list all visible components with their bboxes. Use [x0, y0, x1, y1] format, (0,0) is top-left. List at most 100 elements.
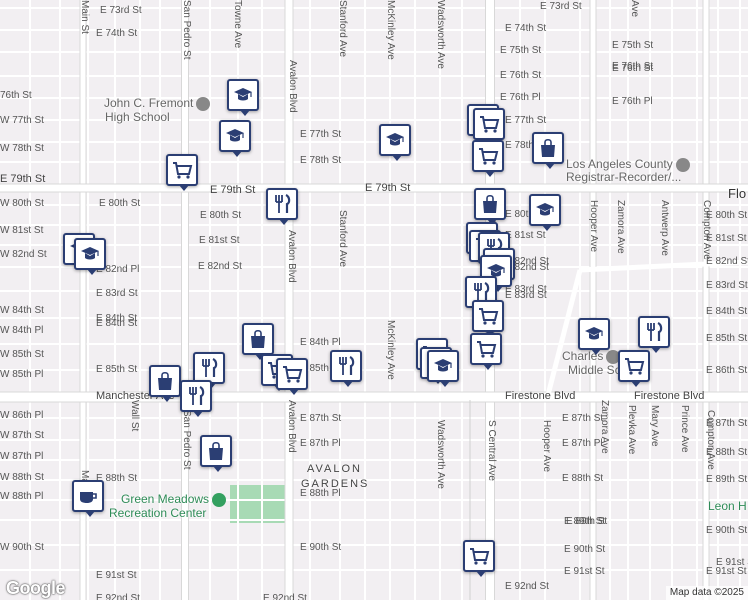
avenue-label: Prince Ave: [679, 405, 690, 453]
street-label: W 85th Pl: [0, 369, 44, 380]
poi-registrar[interactable]: Los Angeles County: [566, 157, 690, 172]
street-label: E 82nd Pl: [96, 264, 140, 275]
map-marker[interactable]: [379, 124, 411, 161]
avenue-label: McKinley Ave: [385, 320, 396, 380]
map-marker[interactable]: [219, 120, 251, 157]
avenue-label: Avalon Blvd: [286, 230, 297, 283]
street-label: E 78th St: [300, 155, 342, 166]
poi-green-meadows[interactable]: Green Meadows: [121, 492, 227, 507]
map-marker[interactable]: [200, 435, 232, 472]
avenue-label: Wadsworth Ave: [435, 420, 446, 489]
school-icon: [606, 349, 621, 364]
street-label: E 87th St: [706, 418, 748, 429]
street-label: W 84th St: [0, 305, 44, 316]
street-label: E 79th St: [365, 182, 411, 194]
map-marker[interactable]: [472, 140, 504, 177]
street-label: E 88th St: [706, 447, 748, 458]
street-label: Firestone Blvd: [634, 390, 705, 402]
map-marker[interactable]: [72, 480, 104, 517]
street-label: W 81st St: [0, 225, 44, 236]
avenue-label: San Pedro St: [181, 410, 192, 470]
street-label: E 88th St: [562, 473, 604, 484]
street-label: E 76th St: [612, 63, 654, 74]
avenue-label: Zamora Ave: [615, 200, 626, 254]
street-label: E 91st St: [706, 566, 747, 577]
street-label: E 75th St: [500, 45, 542, 56]
map-marker[interactable]: [578, 318, 610, 355]
street-label: W 77th St: [0, 115, 44, 126]
street-label: E 84th St: [96, 318, 138, 329]
street-label: E 81st St: [706, 233, 747, 244]
street-label: E 74th St: [96, 28, 138, 39]
street-label: E 85th St: [706, 333, 748, 344]
map-marker[interactable]: [638, 316, 670, 353]
avenue-label: Zamora Ave: [599, 400, 610, 454]
street-label: E 86th St: [706, 365, 748, 376]
avenue-label: Plevka Ave: [626, 405, 637, 455]
map-marker[interactable]: [74, 238, 106, 275]
street-label: E 83rd St: [505, 284, 547, 295]
avenue-label: Avalon Blvd: [287, 60, 298, 113]
map-marker[interactable]: [472, 300, 504, 337]
street-label: E 91st St: [96, 570, 137, 581]
map-marker[interactable]: [266, 188, 298, 225]
street-label: E 89th St: [566, 516, 608, 527]
street-label: W 86th Pl: [0, 410, 44, 421]
neighborhood-label: GARDENS: [301, 478, 370, 490]
street-label: W 90th St: [0, 542, 44, 553]
avenue-label: San Pedro St: [181, 0, 192, 60]
map-marker[interactable]: [618, 350, 650, 387]
map-attribution[interactable]: Map data ©2025: [665, 586, 748, 600]
street-label: E 75th St: [612, 40, 654, 51]
map-marker[interactable]: [180, 380, 212, 417]
map-marker[interactable]: [470, 333, 502, 370]
street-label: E 79th St: [0, 173, 46, 185]
poi-fremont-high-school-line2: High School: [105, 110, 170, 124]
street-label: W 88th Pl: [0, 491, 44, 502]
poi-leon[interactable]: Leon H: [708, 499, 747, 513]
street-label: E 76th Pl: [500, 92, 541, 103]
street-label: E 81st St: [199, 235, 240, 246]
street-label: E 76th Pl: [612, 96, 653, 107]
street-label: E 87th Pl: [562, 438, 603, 449]
street-label: E 92nd St: [96, 593, 140, 600]
map-marker[interactable]: [427, 350, 459, 387]
street-label: W 87th St: [0, 430, 44, 441]
map-marker[interactable]: [532, 132, 564, 169]
government-icon: [675, 157, 690, 172]
map-marker[interactable]: [473, 108, 505, 145]
street-label: E 82nd St: [505, 256, 549, 267]
street-label: E 82nd St: [706, 256, 748, 267]
avenue-label: McKinley Ave: [385, 0, 396, 60]
street-label: E 74th St: [505, 23, 547, 34]
map-marker[interactable]: [463, 540, 495, 577]
street-label: E 77th St: [505, 115, 547, 126]
map-marker[interactable]: [166, 154, 198, 191]
map-marker[interactable]: [330, 350, 362, 387]
street-label: W 80th St: [0, 198, 44, 209]
street-label: E 91st St: [716, 557, 748, 568]
avenue-label: Stanford Ave: [337, 210, 348, 268]
street-label: E 85th St: [300, 363, 342, 374]
map-marker[interactable]: [276, 358, 308, 395]
street-label: E 79th St: [210, 184, 256, 196]
street-label: E 88th Pl: [300, 488, 341, 499]
street-label: E 83rd St: [96, 288, 138, 299]
park-icon: [212, 492, 227, 507]
map-marker[interactable]: [149, 365, 181, 402]
street-label: E 91st St: [564, 566, 605, 577]
street-label: E 87th St: [300, 413, 342, 424]
street-label: E 85th St: [96, 364, 138, 375]
map-marker[interactable]: [242, 323, 274, 360]
street-label: E 87th St: [562, 413, 604, 424]
poi-flo[interactable]: Flo: [728, 186, 747, 201]
street-label: W 87th Pl: [0, 451, 44, 462]
map-marker[interactable]: [227, 79, 259, 116]
poi-fremont-high-school[interactable]: John C. Fremont: [104, 96, 211, 111]
street-label: E 92nd St: [263, 593, 307, 600]
street-label: E 82nd St: [198, 261, 242, 272]
map-marker[interactable]: [529, 194, 561, 231]
map-marker[interactable]: [474, 188, 506, 225]
